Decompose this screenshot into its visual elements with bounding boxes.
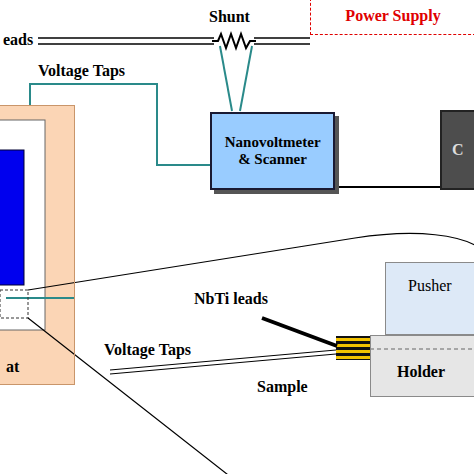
- current-leads: [38, 38, 310, 44]
- node-text: C: [452, 141, 464, 159]
- lead-label: eads: [2, 31, 34, 49]
- sample-taps: [6, 297, 75, 299]
- node-text: Holder: [397, 363, 445, 381]
- shunt-taps: [220, 46, 252, 111]
- shunt-label: Shunt: [208, 8, 251, 26]
- tap-label: Voltage Taps: [103, 341, 192, 359]
- node-text: at: [6, 358, 19, 376]
- zoom-region: [0, 290, 28, 318]
- data-cable: [335, 186, 440, 188]
- shunt-resistor: [212, 34, 256, 48]
- lead-label: NbTi leads: [193, 290, 269, 308]
- voltage-tap-wire: [30, 84, 210, 165]
- sample-symbol: [336, 336, 370, 360]
- magnet: [0, 150, 24, 285]
- pusher-fill: [385, 262, 474, 335]
- computer-box: C: [440, 110, 474, 190]
- cryostat-body: [0, 105, 75, 385]
- edge-label: Voltage Taps: [37, 62, 126, 80]
- instrument-box: Nanovoltmeter & Scanner: [210, 112, 335, 190]
- node-text: Power Supply: [345, 7, 440, 25]
- pusher-box: Pusher: [385, 262, 474, 335]
- holder-groove: [370, 349, 474, 350]
- zoom-outline: [28, 233, 474, 474]
- cryostat-box: at: [0, 105, 75, 385]
- node-text: Pusher: [408, 277, 452, 295]
- power-supply-box: Power Supply: [310, 0, 474, 35]
- nbti-lead: [262, 318, 337, 346]
- sample-label: Sample: [256, 378, 309, 396]
- node-text: Nanovoltmeter & Scanner: [225, 134, 321, 169]
- holder-fill: [370, 335, 474, 397]
- holder-box: Holder: [370, 335, 474, 397]
